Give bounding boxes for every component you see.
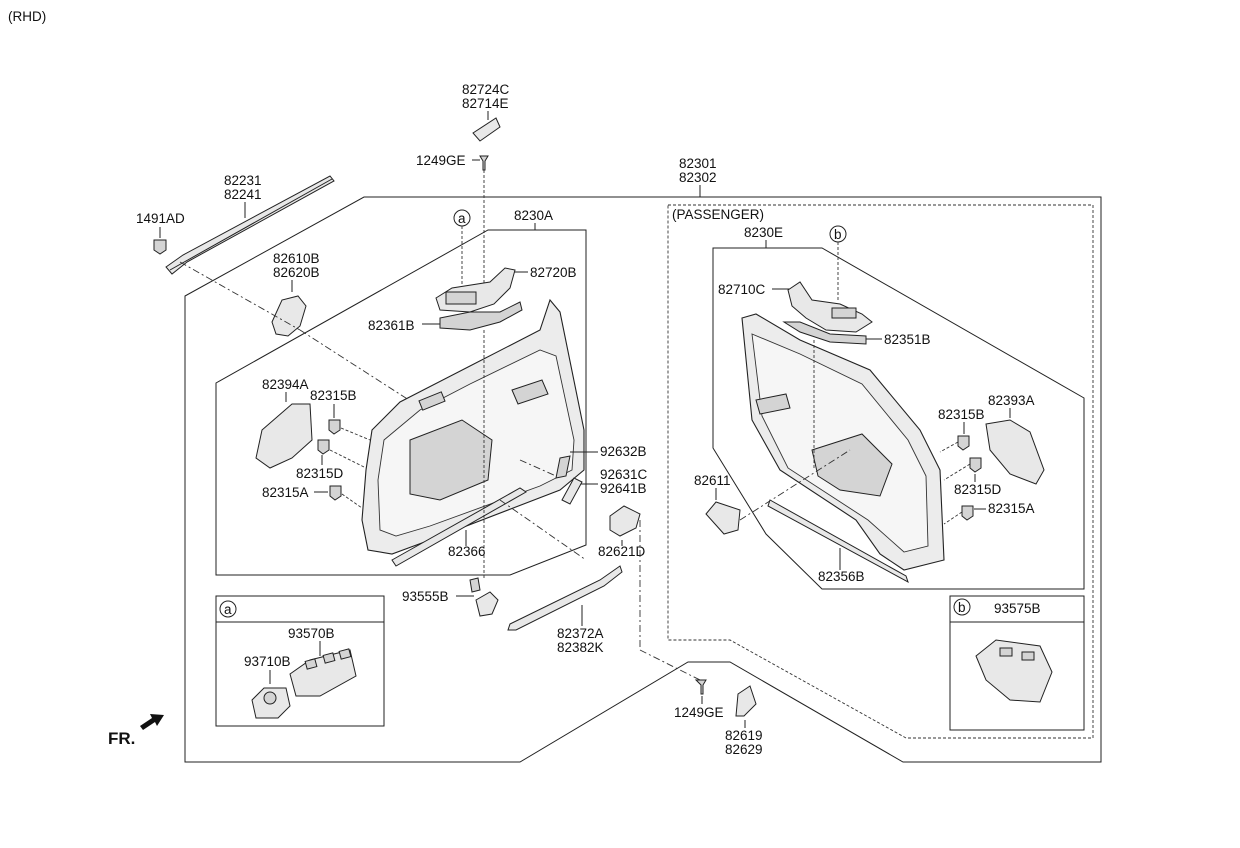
label-82361B: 82361B — [368, 318, 415, 333]
label-82231: 82231 — [224, 173, 262, 188]
garnish-82351B — [782, 321, 867, 345]
screw-1249GE-top — [479, 155, 489, 171]
door-pocket-passenger — [811, 433, 893, 497]
door-pocket-driver — [409, 419, 493, 501]
label-82315A-left: 82315A — [262, 485, 309, 500]
speaker-grille-82393A — [985, 419, 1045, 485]
label-82629: 82629 — [725, 742, 763, 757]
label-82315B-right: 82315B — [938, 407, 985, 422]
label-82301: 82301 — [679, 156, 717, 171]
clip-82315A-right — [961, 505, 974, 521]
inset-a-box — [215, 595, 385, 727]
label-82714E: 82714E — [462, 96, 509, 111]
label-82621D: 82621D — [598, 544, 646, 559]
label-93710B: 93710B — [244, 654, 291, 669]
clip-82315D-left — [317, 439, 330, 455]
garnish-part-82724C — [472, 117, 501, 142]
weatherstrip-82366 — [391, 487, 527, 567]
switch-93555B — [475, 591, 499, 617]
front-arrow-icon — [140, 714, 164, 730]
inside-handle-82611 — [705, 501, 741, 535]
label-82382K: 82382K — [557, 640, 604, 655]
armrest-panel-82710C — [787, 281, 873, 333]
label-82366: 82366 — [448, 544, 486, 559]
callout-a-letter: a — [458, 211, 466, 226]
label-8230E: 8230E — [744, 225, 783, 240]
label-93575B: 93575B — [994, 601, 1041, 616]
label-82315A-right: 82315A — [988, 501, 1035, 516]
lamp-92632B — [555, 455, 571, 479]
passenger-boundary — [667, 204, 1094, 739]
clip-82315D-right — [969, 457, 982, 473]
inside-handle-82610B — [271, 295, 307, 337]
power-window-switch-93575B — [975, 639, 1053, 703]
label-82241: 82241 — [224, 187, 262, 202]
inset-b-letter: b — [958, 600, 966, 615]
label-82620B: 82620B — [273, 265, 320, 280]
label-82393A: 82393A — [988, 393, 1035, 408]
door-handle-driver — [511, 379, 549, 405]
front-marker: FR. — [108, 729, 135, 748]
clip-82315B-left — [328, 419, 341, 435]
inset-a-letter: a — [224, 602, 232, 617]
label-92632B: 92632B — [600, 444, 647, 459]
callout-b-letter: b — [834, 227, 842, 242]
label-1491AD: 1491AD — [136, 211, 185, 226]
label-93555B: 93555B — [402, 589, 449, 604]
label-82610B: 82610B — [273, 251, 320, 266]
passenger-label: (PASSENGER) — [672, 207, 764, 222]
clip-1491AD — [153, 239, 167, 255]
door-handle-passenger — [755, 393, 791, 415]
label-8230A: 8230A — [514, 208, 553, 223]
clip-82315A-left — [329, 485, 342, 501]
lamp-92631C — [561, 477, 583, 505]
label-82351B: 82351B — [884, 332, 931, 347]
garnish-82361B — [439, 301, 523, 331]
driver-subassembly-boundary — [215, 229, 587, 576]
label-82302: 82302 — [679, 170, 717, 185]
screw-1249GE-bottom — [694, 679, 707, 695]
label-92631C: 92631C — [600, 467, 648, 482]
inset-b-callout — [953, 598, 971, 616]
weatherstrip-82356B — [767, 499, 909, 584]
variant-label: (RHD) — [8, 9, 46, 24]
inset-b-box — [949, 595, 1085, 731]
label-82356B: 82356B — [818, 569, 865, 584]
label-82619: 82619 — [725, 728, 763, 743]
passenger-subassembly-boundary — [712, 247, 1085, 590]
label-82611: 82611 — [694, 473, 731, 488]
label-82315D-right: 82315D — [954, 482, 1002, 497]
label-82315B-left: 82315B — [310, 388, 357, 403]
inset-a-callout — [219, 600, 237, 618]
label-82720B: 82720B — [530, 265, 577, 280]
label-93570B: 93570B — [288, 626, 335, 641]
label-82710C: 82710C — [718, 282, 766, 297]
label-82372A: 82372A — [557, 626, 604, 641]
label-82394A: 82394A — [262, 377, 309, 392]
label-82724C: 82724C — [462, 82, 510, 97]
speaker-grille-82394A — [255, 403, 313, 469]
lock-knob-driver — [418, 391, 446, 411]
armrest-panel-82720B — [435, 267, 516, 313]
cable-82372A — [507, 565, 623, 631]
assembly-boundary — [184, 196, 1102, 763]
switch-opening — [445, 291, 477, 305]
label-1249GE-top: 1249GE — [416, 153, 466, 168]
connector-93555B — [469, 577, 481, 593]
label-82315D-left: 82315D — [296, 466, 344, 481]
label-92641B: 92641B — [600, 481, 647, 496]
handle-bracket-82621D — [609, 505, 641, 537]
label-1249GE-bottom: 1249GE — [674, 705, 724, 720]
cover-82619 — [735, 685, 757, 717]
clip-82315B-right — [957, 435, 970, 451]
